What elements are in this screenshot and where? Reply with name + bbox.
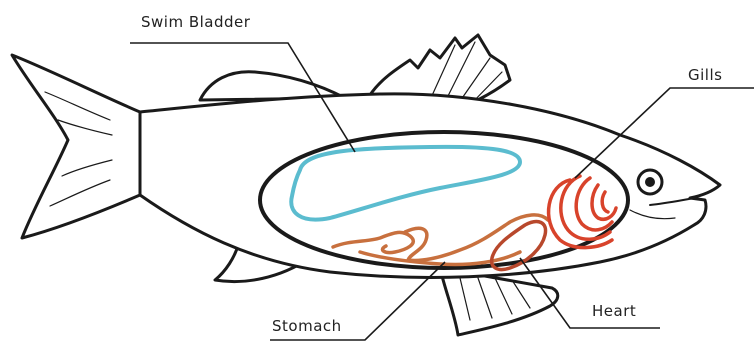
- stomach-label: Stomach: [272, 317, 342, 335]
- tail-fin: [12, 55, 140, 238]
- gills-label: Gills: [688, 66, 722, 84]
- pupil: [645, 177, 655, 187]
- swim-bladder-label: Swim Bladder: [141, 13, 251, 31]
- heart-label: Heart: [592, 302, 636, 320]
